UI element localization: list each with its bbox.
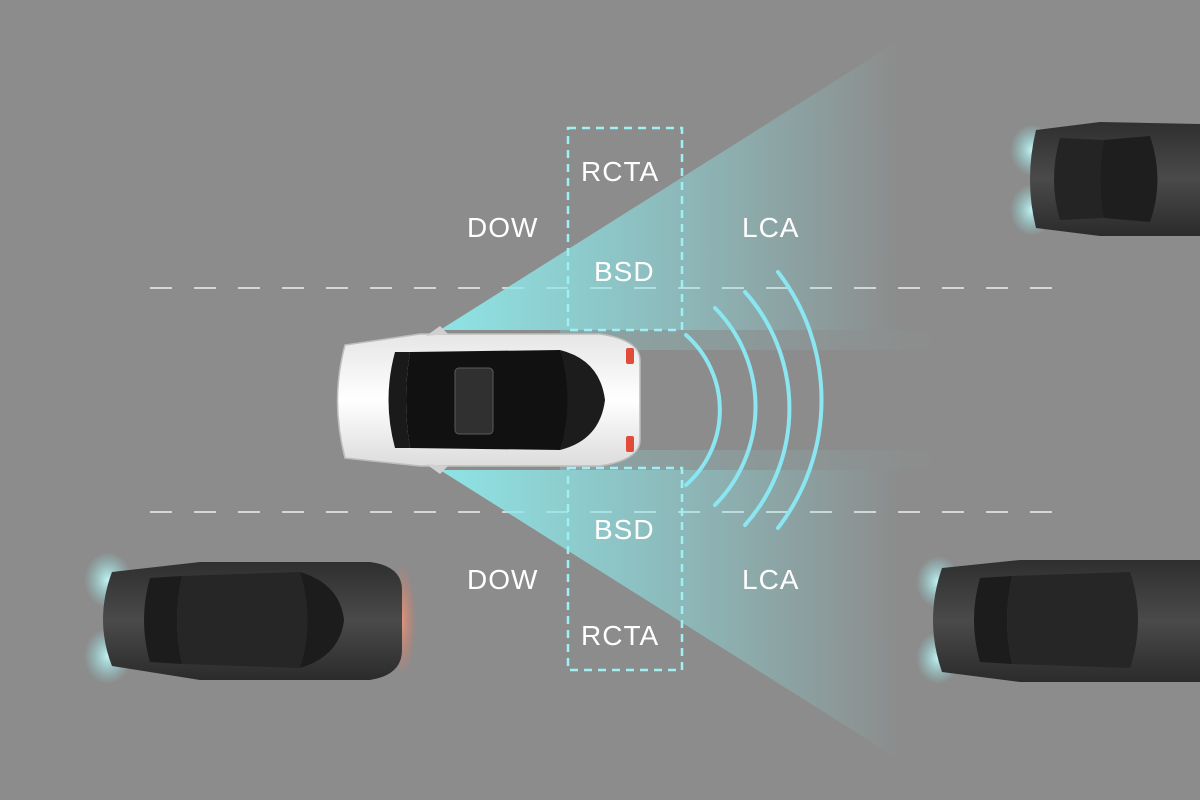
label-dow-upper: DOW: [467, 212, 539, 243]
label-bsd-upper: BSD: [594, 256, 655, 287]
radar-wave-icon: [684, 270, 824, 530]
other-car-icon: [1010, 122, 1200, 236]
ego-car-icon: [336, 326, 641, 474]
label-rcta-upper: RCTA: [581, 156, 660, 187]
label-bsd-lower: BSD: [594, 514, 655, 545]
other-car-icon: [916, 556, 1200, 684]
label-lca-lower: LCA: [742, 564, 800, 595]
label-rcta-lower: RCTA: [581, 620, 660, 651]
side-beam-upper: [560, 330, 940, 350]
label-lca-upper: LCA: [742, 212, 800, 243]
sensor-beam-lower: [440, 470, 900, 760]
other-car-icon: [84, 552, 416, 684]
label-dow-lower: DOW: [467, 564, 539, 595]
zone-outline-upper: [566, 126, 684, 332]
side-beam-lower: [560, 450, 940, 470]
zone-outline-lower: [566, 466, 684, 672]
sensor-beam-upper: [440, 40, 900, 330]
